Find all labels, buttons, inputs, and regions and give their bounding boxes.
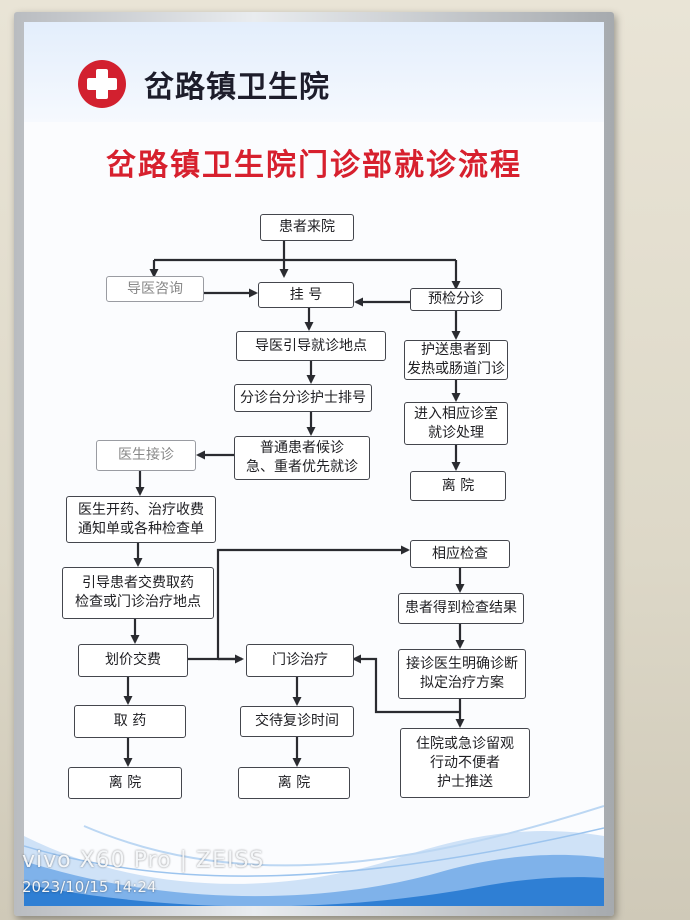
blue-wave-decoration bbox=[24, 805, 604, 906]
box-hospitalize-observe: 住院或急诊留观 行动不便者 护士推送 bbox=[400, 728, 530, 798]
box-prescription-orders: 医生开药、治疗收费 通知单或各种检查单 bbox=[66, 496, 216, 543]
photo-timestamp: 2023/10/15 14:24 bbox=[22, 878, 157, 896]
box-doctor-receives: 医生接诊 bbox=[96, 440, 196, 471]
box-diagnosis-plan: 接诊医生明确诊断 拟定治疗方案 bbox=[398, 649, 526, 699]
box-enter-clinic-room: 进入相应诊室 就诊处理 bbox=[404, 402, 508, 445]
box-outpatient-treatment: 门诊治疗 bbox=[246, 644, 354, 677]
lens-partner: ZEISS bbox=[196, 848, 265, 873]
box-registration: 挂 号 bbox=[258, 282, 354, 308]
camera-brand-watermark: vivo X60 Pro|ZEISS bbox=[22, 848, 265, 873]
box-escort-fever-clinic: 护送患者到 发热或肠道门诊 bbox=[404, 340, 508, 380]
box-leave-hospital-right: 离 院 bbox=[410, 471, 506, 501]
box-pre-triage: 预检分诊 bbox=[410, 288, 502, 311]
box-guide-consult: 导医咨询 bbox=[106, 276, 204, 302]
flow-connectors bbox=[123, 241, 465, 767]
page-title: 岔路镇卫生院门诊部就诊流程 bbox=[106, 148, 522, 183]
box-take-medicine: 取 药 bbox=[74, 705, 186, 738]
poster: 岔路镇卫生院 岔路镇卫生院门诊部就诊流程 bbox=[24, 22, 604, 906]
box-pricing-payment: 划价交费 bbox=[78, 644, 188, 677]
box-exam-results: 患者得到检查结果 bbox=[398, 593, 524, 624]
box-guide-payment: 引导患者交费取药 检查或门诊治疗地点 bbox=[62, 567, 214, 619]
box-guide-to-location: 导医引导就诊地点 bbox=[236, 331, 386, 361]
box-patient-arrives: 患者来院 bbox=[260, 214, 354, 241]
box-corresponding-exam: 相应检查 bbox=[410, 540, 510, 568]
box-waiting-priority: 普通患者候诊 急、重者优先就诊 bbox=[234, 436, 370, 480]
box-leave-hospital-middle: 离 院 bbox=[238, 767, 350, 799]
camera-model: vivo X60 Pro bbox=[22, 848, 172, 873]
red-cross-logo-icon bbox=[78, 60, 126, 108]
box-triage-queue: 分诊台分诊护士排号 bbox=[234, 384, 372, 412]
box-follow-up-time: 交待复诊时间 bbox=[240, 706, 354, 737]
box-leave-hospital-left: 离 院 bbox=[68, 767, 182, 799]
hospital-name: 岔路镇卫生院 bbox=[144, 70, 330, 105]
